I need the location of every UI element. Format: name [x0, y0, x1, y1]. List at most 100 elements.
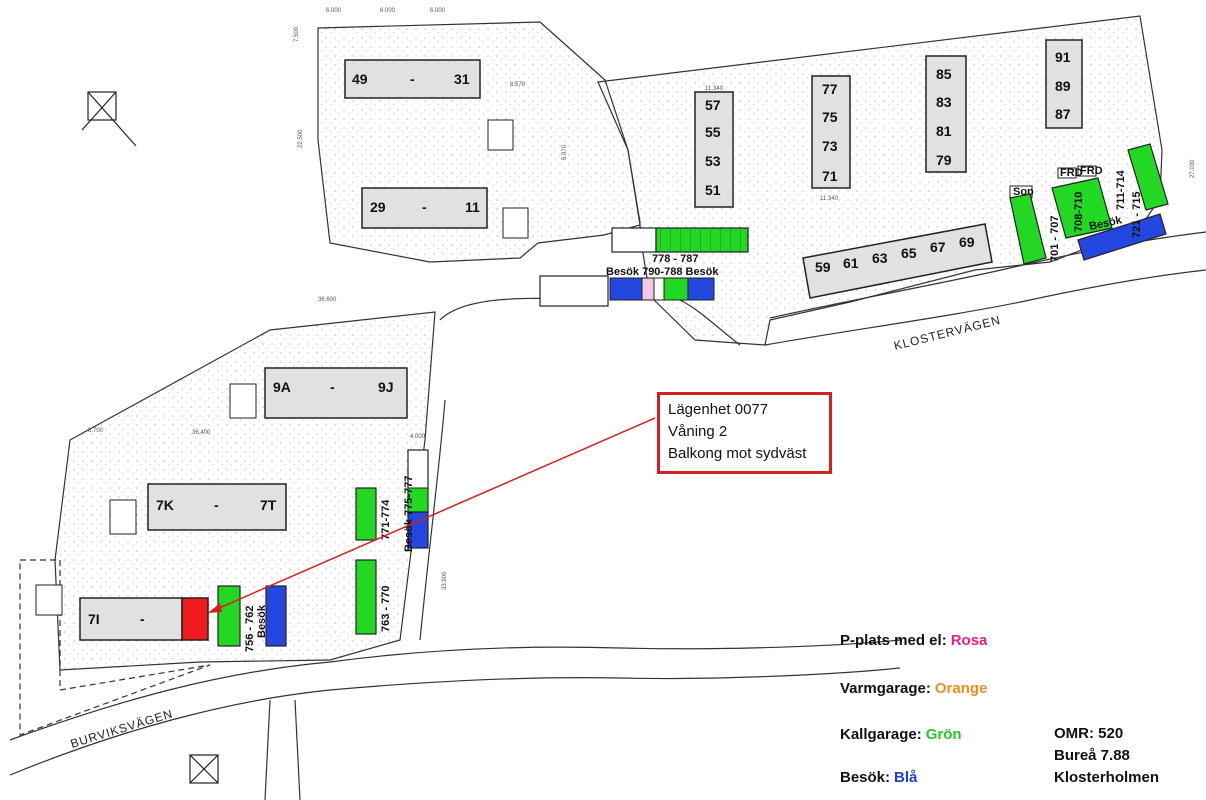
building-label-to: 11 — [465, 199, 480, 215]
svg-text:-: - — [410, 71, 415, 87]
legend-value: Rosa — [950, 632, 988, 649]
svg-text:FRD: FRD — [1080, 165, 1103, 177]
svg-text:6.000: 6.000 — [430, 8, 446, 14]
building-label-from: 49 — [352, 71, 368, 87]
parking-legend: P-plats med el:Rosa Varmgarage:Orange Ka… — [840, 630, 1200, 795]
svg-text:73: 73 — [822, 138, 838, 154]
legend-row-kallgarage: Kallgarage:Grön — [840, 726, 962, 743]
svg-text:81: 81 — [936, 123, 952, 139]
svg-text:79: 79 — [936, 152, 952, 168]
legend-value: Blå — [894, 769, 918, 786]
legend-value: Orange — [934, 680, 988, 697]
svg-text:77: 77 — [822, 81, 838, 97]
legend-row-varmgarage: Varmgarage:Orange — [840, 680, 987, 697]
svg-text:Besök 790-788 Besök: Besök 790-788 Besök — [606, 266, 719, 278]
dimension-labels: 6.000 6.000 6.000 7.500 8.570 22.500 36.… — [88, 8, 1196, 590]
svg-text:22.500: 22.500 — [298, 129, 304, 148]
road-label-klostervagen: KLOSTERVÄGEN — [892, 313, 1002, 353]
legend-label: Varmgarage: — [840, 680, 931, 697]
svg-text:65: 65 — [901, 245, 917, 261]
svg-text:8.700: 8.700 — [88, 428, 104, 434]
callout-line-apartment: Lägenhet 0077 — [668, 401, 769, 418]
svg-text:6.000: 6.000 — [326, 8, 342, 14]
svg-text:Besök: Besök — [256, 604, 268, 638]
svg-text:9J: 9J — [378, 379, 394, 395]
svg-text:FRD: FRD — [1060, 167, 1083, 179]
info-omr: OMR: 520 — [1054, 725, 1124, 742]
parking-ne: Sop FRD FRD Besök 701 - 707 708-710 711-… — [1009, 143, 1169, 265]
svg-text:57: 57 — [705, 97, 721, 113]
info-burea: Bureå 7.88 — [1054, 747, 1130, 764]
svg-text:11.340: 11.340 — [820, 196, 839, 202]
svg-text:91: 91 — [1055, 49, 1071, 65]
burviksvagen-edge-north — [9, 639, 901, 741]
svg-text:85: 85 — [936, 66, 952, 82]
svg-text:7T: 7T — [260, 497, 277, 513]
building-49-31: 49 - 31 — [344, 59, 481, 99]
svg-text:83: 83 — [936, 94, 952, 110]
small-sheds-sw — [35, 383, 257, 616]
building-7i: 7I - — [79, 597, 209, 641]
svg-text:Besök 775-777: Besök 775-777 — [403, 476, 415, 552]
building-label-from: 29 — [370, 199, 386, 215]
parking-sw: 756 - 762 Besök 771-774 763 - 770 Besök … — [217, 449, 429, 652]
driveway-south — [264, 699, 301, 800]
small-sheds-nw — [487, 119, 529, 239]
svg-text:-: - — [422, 199, 427, 215]
legend-row-el: P-plats med el:Rosa — [840, 632, 987, 649]
svg-text:756 - 762: 756 - 762 — [244, 606, 256, 652]
svg-text:53: 53 — [705, 153, 721, 169]
svg-text:708-710: 708-710 — [1073, 192, 1085, 232]
svg-text:-: - — [214, 497, 219, 513]
north-marker — [81, 91, 219, 784]
svg-text:55: 55 — [705, 124, 721, 140]
svg-text:-: - — [140, 611, 145, 627]
svg-text:7.500: 7.500 — [294, 26, 300, 42]
svg-text:27.030: 27.030 — [1190, 159, 1196, 178]
road-label-burviksvagen: BURVIKSVÄGEN — [69, 706, 175, 751]
callout-line-balcony: Balkong mot sydväst — [668, 445, 807, 462]
svg-text:71: 71 — [822, 168, 838, 184]
parking-778-787: 778 - 787 — [611, 227, 749, 265]
legend-value: Grön — [925, 726, 962, 743]
svg-text:711-714: 711-714 — [1115, 169, 1127, 210]
svg-text:63: 63 — [872, 250, 888, 266]
svg-text:59: 59 — [815, 259, 831, 275]
svg-text:721 - 715: 721 - 715 — [1131, 192, 1143, 238]
klostervagen-edge-south — [764, 269, 1206, 346]
parking-790-788: Besök 790-788 Besök — [539, 266, 719, 307]
legend-label: P-plats med el: — [840, 632, 947, 649]
svg-text:8.570: 8.570 — [510, 82, 526, 88]
lot-south-strip — [19, 559, 211, 736]
lane-center — [679, 299, 741, 346]
svg-text:87: 87 — [1055, 106, 1071, 122]
svg-text:771-774: 771-774 — [380, 499, 392, 540]
svg-text:61: 61 — [843, 255, 859, 271]
svg-text:36.400: 36.400 — [192, 430, 211, 436]
burviksvagen-edge-south — [9, 667, 901, 776]
callout-leader-line — [209, 417, 656, 613]
svg-text:69: 69 — [959, 234, 975, 250]
legend-row-besok: Besök:Blå — [840, 769, 917, 786]
svg-text:7I: 7I — [88, 611, 100, 627]
building-column-91-87: 91 89 87 — [1045, 39, 1083, 129]
svg-text:67: 67 — [930, 239, 946, 255]
building-7k-7t: 7K - 7T — [147, 483, 287, 531]
svg-text:6.000: 6.000 — [380, 8, 396, 14]
svg-text:36.600: 36.600 — [318, 297, 337, 303]
building-label-to: 31 — [454, 71, 470, 87]
highlighted-apartment — [181, 597, 209, 641]
svg-text:33.900: 33.900 — [442, 571, 448, 590]
svg-text:778 - 787: 778 - 787 — [652, 253, 698, 265]
building-9a-9j: 9A - 9J — [264, 367, 408, 419]
legend-label: Kallgarage: — [840, 726, 922, 743]
svg-text:9A: 9A — [273, 379, 291, 395]
apartment-callout: Lägenhet 0077 Våning 2 Balkong mot sydvä… — [657, 392, 832, 474]
building-row-59-69: 59 61 63 65 67 69 — [802, 223, 993, 299]
building-29-11: 29 - 11 — [361, 187, 488, 229]
svg-text:75: 75 — [822, 109, 838, 125]
callout-line-floor: Våning 2 — [668, 423, 728, 440]
svg-text:89: 89 — [1055, 78, 1071, 94]
svg-text:-: - — [330, 379, 335, 395]
svg-text:11.340: 11.340 — [705, 86, 724, 92]
